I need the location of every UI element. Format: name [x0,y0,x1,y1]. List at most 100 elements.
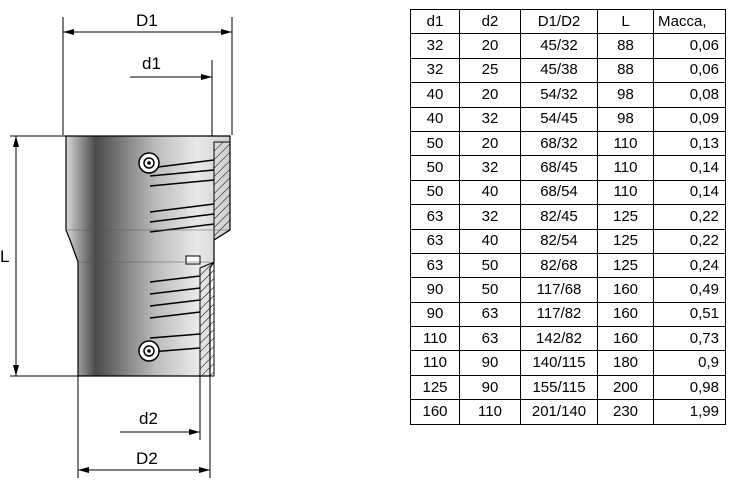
cell-d1: 90 [410,301,460,328]
cell-L: 160 [597,301,654,328]
terminal-connector-bottom [138,340,160,362]
cell-d2: 90 [459,374,521,401]
cell-d2: 20 [459,82,521,108]
cell-D1-D2: 117/82 [520,301,598,328]
cell-L: 110 [597,130,654,157]
cell-D1-D2: 45/38 [520,57,598,84]
cell-L: 160 [597,277,654,303]
cell-d2: 20 [459,130,521,157]
cell-mass: 0,06 [653,57,726,84]
terminal-connector-top [138,152,160,174]
cell-d1: 110 [410,350,460,376]
cell-mass: 0,98 [653,374,726,401]
cell-d2: 32 [459,155,521,181]
cell-d1: 63 [410,228,460,254]
header-d1: d1 [410,8,460,35]
cell-d2: 20 [459,33,521,59]
cell-d2: 63 [459,301,521,328]
cell-d1: 125 [410,374,460,401]
cell-mass: 0,22 [653,228,726,254]
cell-D1-D2: 68/45 [520,155,598,181]
cell-mass: 1,99 [653,399,726,425]
cell-L: 160 [597,326,654,352]
cell-d1: 63 [410,204,460,230]
cell-d2: 50 [459,277,521,303]
cell-L: 125 [597,252,654,279]
cell-L: 88 [597,33,654,59]
cell-D1-D2: 54/32 [520,82,598,108]
cell-L: 125 [597,228,654,254]
cell-D1-D2: 54/45 [520,106,598,132]
cell-L: 88 [597,57,654,84]
cell-d2: 32 [459,204,521,230]
cell-d2: 90 [459,350,521,376]
cell-L: 110 [597,155,654,181]
cell-D1-D2: 68/54 [520,179,598,206]
cell-d2: 25 [459,57,521,84]
cell-d1: 50 [410,130,460,157]
cell-d1: 40 [410,106,460,132]
cell-D1-D2: 82/54 [520,228,598,254]
cell-mass: 0,9 [653,350,726,376]
dimension-L [10,135,78,377]
cell-d2: 40 [459,228,521,254]
label-d1: d1 [142,54,161,73]
cell-d1: 32 [410,33,460,59]
cell-D1-D2: 82/68 [520,252,598,279]
cell-d2: 63 [459,326,521,352]
cell-mass: 0,14 [653,179,726,206]
label-d2: d2 [139,409,158,428]
cell-L: 200 [597,374,654,401]
cell-d2: 40 [459,179,521,206]
cell-mass: 0,14 [653,155,726,181]
cell-d2: 32 [459,106,521,132]
cell-mass: 0,22 [653,204,726,230]
cell-mass: 0,73 [653,326,726,352]
cell-L: 180 [597,350,654,376]
cell-mass: 0,06 [653,33,726,59]
header-D1-D2: D1/D2 [520,8,598,35]
label-D2: D2 [136,449,158,468]
cell-L: 110 [597,179,654,206]
dimension-D1 [62,17,233,135]
cell-d1: 32 [410,57,460,84]
cell-d1: 50 [410,179,460,206]
cell-d1: 110 [410,326,460,352]
cell-L: 230 [597,399,654,425]
cell-mass: 0,24 [653,252,726,279]
table-header-row: d1 d2 D1/D2 L Масса, [410,8,726,35]
cell-L: 98 [597,82,654,108]
cell-D1-D2: 201/140 [520,399,598,425]
label-L: L [0,247,9,266]
header-d2: d2 [459,8,521,35]
cell-d2: 110 [459,399,521,425]
header-L: L [597,8,654,35]
label-D1: D1 [136,11,158,30]
cell-D1-D2: 45/32 [520,33,598,59]
cell-D1-D2: 68/32 [520,130,598,157]
cell-D1-D2: 117/68 [520,277,598,303]
cell-mass: 0,13 [653,130,726,157]
cell-mass: 0,08 [653,82,726,108]
dimension-d1 [130,60,213,140]
header-mass: Масса, [653,8,726,35]
cell-L: 125 [597,204,654,230]
cell-D1-D2: 140/115 [520,350,598,376]
cell-d1: 90 [410,277,460,303]
dimension-d2 [120,376,201,440]
cell-d1: 40 [410,82,460,108]
